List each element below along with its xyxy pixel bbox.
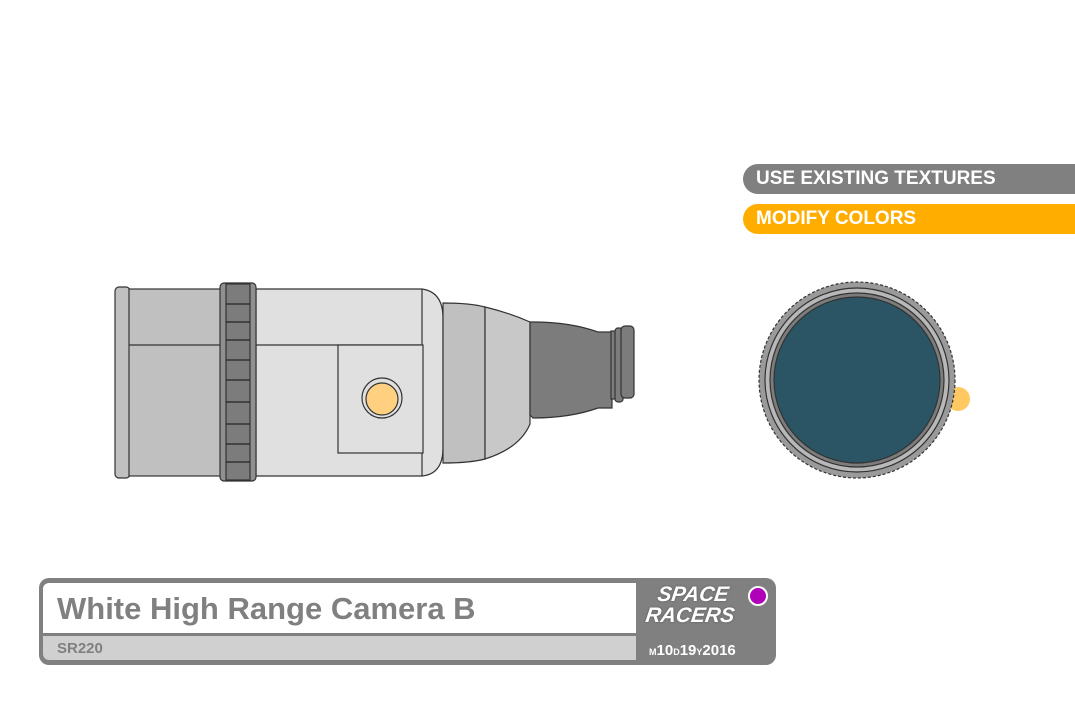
year: 2016 <box>702 642 736 659</box>
camera-side-view <box>114 282 635 482</box>
logo-line1: SPACE <box>656 583 731 606</box>
item-code: SR220 <box>43 636 636 660</box>
year-prefix: Y <box>696 647 703 657</box>
use-existing-textures-button[interactable]: USE EXISTING TEXTURES <box>743 164 1075 194</box>
day: 19 <box>679 642 697 659</box>
modify-colors-button[interactable]: MODIFY COLORS <box>743 204 1075 234</box>
focus-ring-ticks <box>226 303 250 463</box>
date-stamp: M10D19Y2016 <box>649 642 736 659</box>
month-prefix: M <box>649 647 657 657</box>
month: 10 <box>656 642 674 659</box>
item-title: White High Range Camera B <box>43 583 636 633</box>
logo-line2: RACERS <box>644 604 737 627</box>
status-dot <box>748 586 768 606</box>
camera-front-view <box>758 281 970 479</box>
day-prefix: D <box>673 647 680 657</box>
